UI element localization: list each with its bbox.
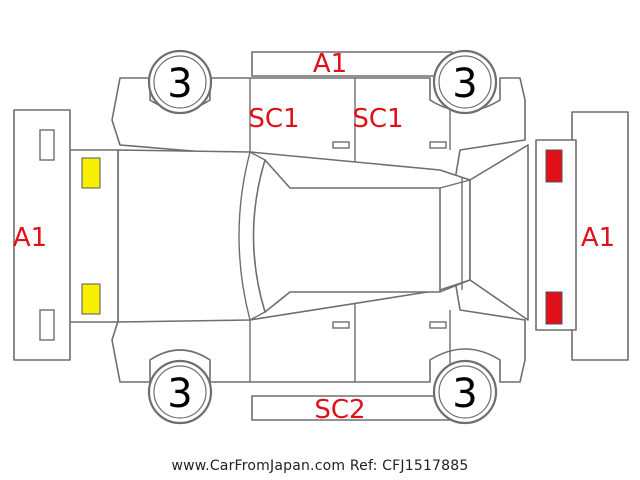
label-roof-top: A1 — [313, 49, 347, 79]
wheel-bottom-left-outer — [147, 359, 213, 425]
front-right-light — [39, 309, 55, 341]
rear-gate-panel — [469, 144, 529, 321]
rear-red-marker-top — [545, 149, 563, 183]
top-front-door-handle — [332, 141, 350, 149]
label-bottom-side: SC2 — [314, 395, 365, 425]
front-yellow-marker-bottom — [81, 283, 101, 315]
label-rear-right: A1 — [581, 223, 615, 253]
roof-strip-top — [251, 51, 453, 77]
top-view-roof — [252, 159, 441, 313]
wheel-top-left-outer — [147, 49, 213, 115]
wheel-label-bottom-right: 3 — [452, 371, 477, 417]
bottom-rear-door-handle — [429, 321, 447, 329]
hood-windshield-line — [238, 151, 251, 321]
wheel-label-top-left: 3 — [167, 61, 192, 107]
front-left-light — [39, 129, 55, 161]
car-damage-diagram: 3 3 3 3 A1 SC1 SC1 A1 A1 SC2 — [13, 49, 629, 425]
credit-text: www.CarFromJapan.com Ref: CFJ1517885 — [171, 458, 469, 474]
bottom-strip — [251, 395, 453, 421]
top-rear-door-handle — [429, 141, 447, 149]
wheel-top-right-inner — [438, 55, 492, 109]
wheel-label-top-right: 3 — [452, 61, 477, 107]
bottom-side-outline — [111, 279, 526, 383]
front-end-panel — [13, 109, 71, 361]
front-yellow-marker-top — [81, 157, 101, 189]
wheel-bottom-left-inner — [153, 365, 207, 419]
wheel-top-right-outer — [432, 49, 498, 115]
wheel-bottom-right-inner — [438, 365, 492, 419]
a-pillar-top — [249, 151, 266, 161]
label-front-left: A1 — [13, 223, 47, 253]
c-pillar-bottom — [439, 279, 471, 293]
a-pillar-bottom — [249, 311, 266, 321]
label-door-front-top: SC1 — [248, 104, 299, 134]
wheel-top-left-inner — [153, 55, 207, 109]
c-pillar-top — [439, 179, 471, 189]
wheel-label-bottom-left: 3 — [167, 371, 192, 417]
rear-end-panel — [571, 111, 629, 361]
label-door-rear-top: SC1 — [352, 104, 403, 134]
rear-red-marker-bottom — [545, 291, 563, 325]
wheel-bottom-right-outer — [432, 359, 498, 425]
bottom-front-door-handle — [332, 321, 350, 329]
